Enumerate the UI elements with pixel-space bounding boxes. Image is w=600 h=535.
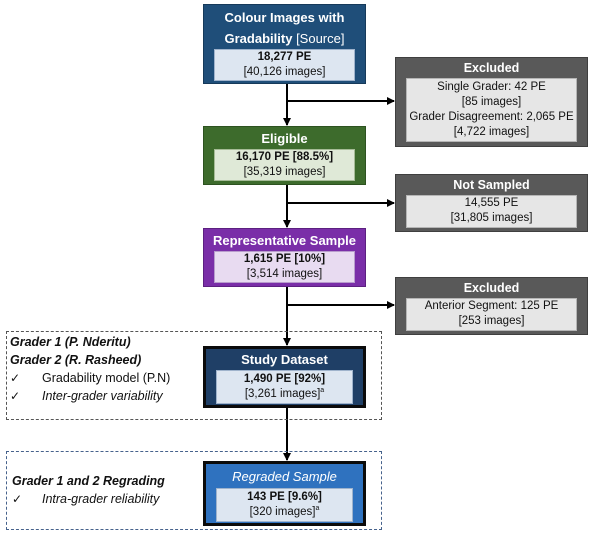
study-counts: 1,490 PE [92%] [3,261 images]a — [216, 370, 353, 404]
regrade-title: Grader 1 and 2 Regrading — [12, 474, 165, 488]
regraded-counts: 143 PE [9.6%] [320 images]a — [216, 488, 353, 522]
regraded-footnote-marker: a — [315, 505, 320, 513]
grader2-label: Grader 2 (R. Rasheed) — [10, 353, 142, 367]
source-count: 18,277 PE — [257, 51, 312, 63]
eligible-images: [35,319 images] — [243, 166, 326, 178]
excluded-box-1: Excluded Single Grader: 42 PE [85 images… — [395, 57, 588, 147]
excluded2-line1: Anterior Segment: 125 PE — [424, 300, 559, 312]
eligible-counts: 16,170 PE [88.5%] [35,319 images] — [214, 149, 355, 181]
sample-counts: 1,615 PE [10%] [3,514 images] — [214, 251, 355, 283]
excluded1-line1: Single Grader: 42 PE — [437, 81, 546, 93]
not-sampled-details: 14,555 PE [31,805 images] — [406, 195, 577, 228]
excluded1-line2: [85 images] — [461, 96, 522, 108]
excluded1-line4: [4,722 images] — [453, 126, 530, 138]
regraded-images: [320 images] — [249, 506, 316, 518]
source-title-line2: Gradability [Source] — [204, 26, 365, 47]
eligible-title: Eligible — [261, 131, 308, 146]
eligible-box: Eligible 16,170 PE [88.5%] [35,319 image… — [203, 126, 366, 185]
regraded-sample-box: Regraded Sample 143 PE [9.6%] [320 image… — [203, 461, 366, 526]
intra-grader-item: Intra-grader reliability — [42, 492, 160, 506]
regraded-title: Regraded Sample — [232, 469, 337, 484]
not-sampled-title: Not Sampled — [453, 178, 530, 192]
excluded1-title: Excluded — [463, 61, 520, 75]
not-sampled-box: Not Sampled 14,555 PE [31,805 images] — [395, 174, 588, 232]
check-icon: ✓ — [10, 389, 21, 403]
excluded2-details: Anterior Segment: 125 PE [253 images] — [406, 298, 577, 331]
source-title-gradability: Gradability — [224, 31, 293, 46]
source-tag: [Source] — [296, 31, 345, 46]
source-counts: 18,277 PE [40,126 images] — [214, 49, 355, 81]
not-sampled-line2: [31,805 images] — [450, 212, 533, 224]
not-sampled-line1: 14,555 PE — [464, 197, 519, 209]
source-images: [40,126 images] — [243, 66, 326, 78]
regraded-count: 143 PE [9.6%] — [247, 491, 322, 503]
sample-count: 1,615 PE [10%] — [243, 253, 326, 265]
excluded2-title: Excluded — [463, 281, 520, 295]
eligible-count: 16,170 PE [88.5%] — [235, 151, 334, 163]
grader1-label: Grader 1 (P. Nderitu) — [10, 335, 131, 349]
source-title-line1: Colour Images with — [224, 10, 345, 25]
excluded2-line2: [253 images] — [458, 315, 525, 327]
study-footnote-marker: a — [320, 387, 325, 395]
study-images: [3,261 images] — [244, 388, 321, 400]
sample-box: Representative Sample 1,615 PE [10%] [3,… — [203, 228, 366, 287]
study-title: Study Dataset — [241, 352, 328, 367]
graders-panel — [6, 331, 382, 420]
check-icon: ✓ — [10, 371, 21, 385]
study-count: 1,490 PE [92%] — [243, 373, 326, 385]
excluded-box-2: Excluded Anterior Segment: 125 PE [253 i… — [395, 277, 588, 335]
sample-title: Representative Sample — [212, 233, 357, 248]
source-box: Colour Images with Gradability [Source] … — [203, 4, 366, 84]
study-dataset-box: Study Dataset 1,490 PE [92%] [3,261 imag… — [203, 346, 366, 408]
sample-images: [3,514 images] — [246, 268, 323, 280]
regrade-panel — [6, 451, 382, 530]
check-icon: ✓ — [12, 492, 23, 506]
inter-grader-item: Inter-grader variability — [42, 389, 163, 403]
excluded1-details: Single Grader: 42 PE [85 images] Grader … — [406, 78, 577, 142]
excluded1-line3: Grader Disagreement: 2,065 PE — [409, 111, 574, 123]
gradability-model-item: Gradability model (P.N) — [42, 371, 171, 385]
